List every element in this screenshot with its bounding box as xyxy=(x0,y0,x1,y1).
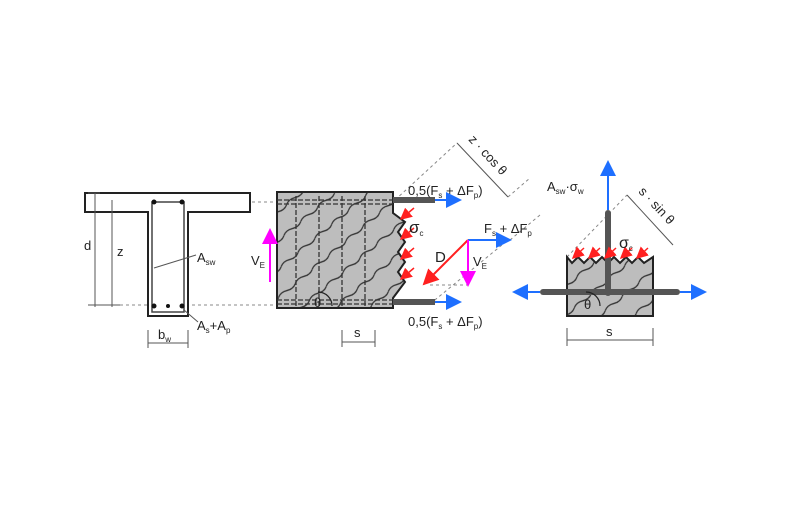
as-ap-label: As+Ap xyxy=(197,318,231,335)
bw-label: bw xyxy=(158,327,171,344)
asw-label: Asw xyxy=(197,250,216,267)
strut-force-label: D xyxy=(435,249,446,266)
chord-force-label: Fs + ΔFp xyxy=(484,221,532,238)
d-label: d xyxy=(84,238,91,253)
t-section: d z Asw As+Ap bw xyxy=(84,192,251,348)
stirrup-detail: Asw·σw s · sin θ σc θ s xyxy=(512,160,707,346)
stirrup-theta-label: θ xyxy=(584,297,591,312)
bottom-chord-force-label: 0,5(Fs + ΔFp) xyxy=(408,314,483,331)
stirrup-force-label: Asw·σw xyxy=(547,179,584,196)
sigma-c-label: σc xyxy=(409,218,424,238)
spacing-label: s xyxy=(354,325,361,340)
stirrup-spacing-label: s xyxy=(606,324,613,339)
shear-force-label: VE xyxy=(473,254,487,271)
z-cos-theta-label: z · cos θ xyxy=(466,132,510,178)
s-sin-theta-label: s · sin θ xyxy=(636,184,678,228)
z-label: z xyxy=(117,244,124,259)
top-chord-force-label: 0,5(Fs + ΔFp) xyxy=(408,183,483,200)
shear-force-left-label: VE xyxy=(251,253,265,270)
truss-block: 0,5(Fs + ΔFp) 0,5(Fs + ΔFp) σc D Fs + ΔF… xyxy=(251,132,532,347)
stirrup-sigma-c-label: σc xyxy=(619,235,633,253)
theta-label: θ xyxy=(314,295,321,310)
